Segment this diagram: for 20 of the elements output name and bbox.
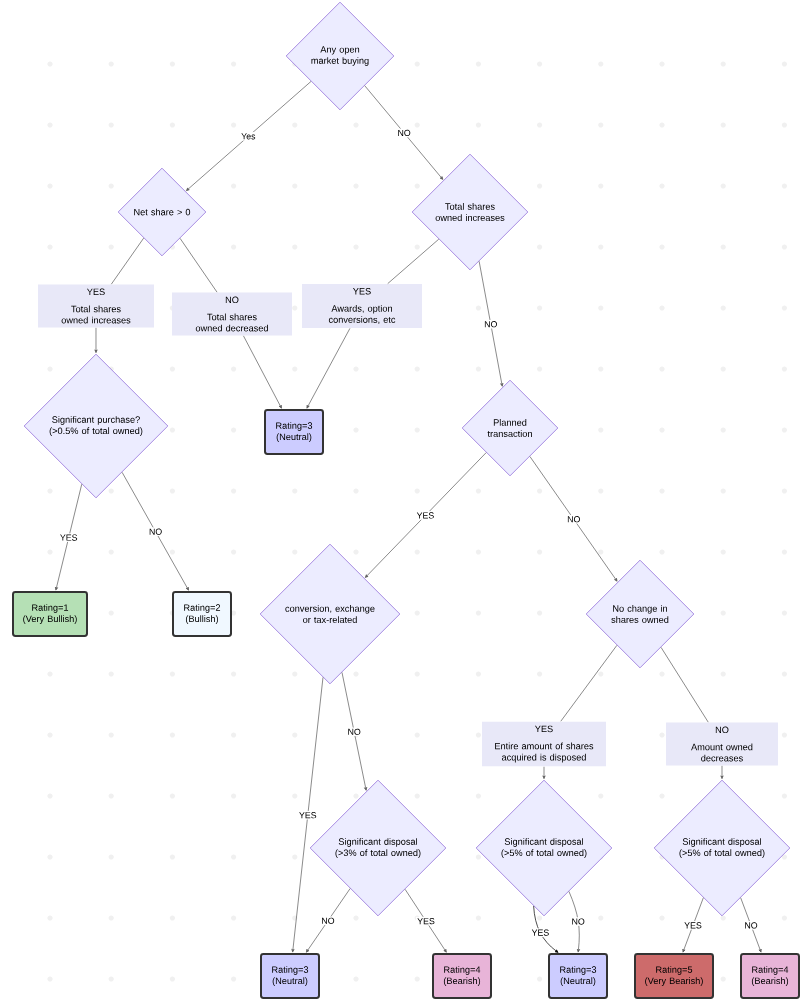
arrow <box>121 471 189 591</box>
arrow <box>55 483 83 591</box>
arrow <box>364 85 444 180</box>
arrow <box>306 328 351 409</box>
arrow <box>529 456 618 582</box>
arrow <box>364 452 487 578</box>
arrow <box>291 677 324 953</box>
arrow <box>740 897 762 953</box>
arrow <box>568 891 580 953</box>
arrow <box>542 766 546 780</box>
arrow <box>533 905 559 953</box>
arrow <box>186 81 312 191</box>
arrow <box>243 335 282 409</box>
arrow <box>305 888 351 953</box>
arrow <box>341 672 368 791</box>
arrow <box>720 765 724 780</box>
arrow <box>94 327 98 354</box>
arrow <box>478 260 504 387</box>
arrow <box>682 897 704 953</box>
arrow <box>404 888 447 953</box>
